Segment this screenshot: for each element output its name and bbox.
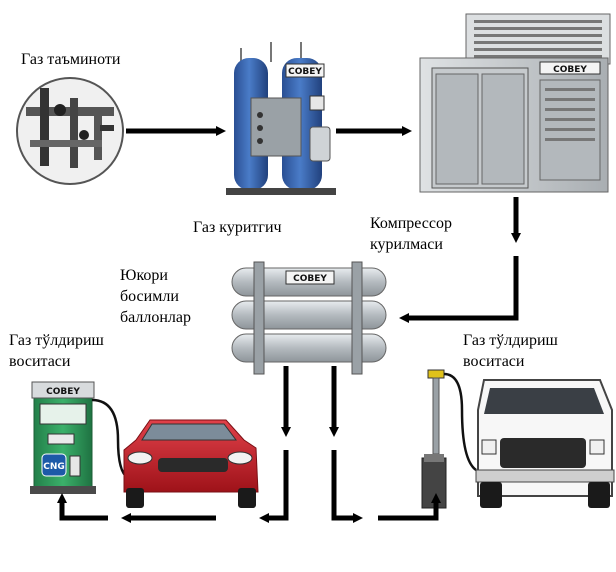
compressor-image: COBEY — [419, 13, 611, 193]
label-gas-supply: Газ таъминоти — [21, 51, 121, 68]
label-cylinders: Юкори босимли баллонлар — [120, 267, 191, 326]
gas-supply-image — [16, 77, 124, 185]
flow-arrows — [57, 126, 521, 523]
label-compressor: Компрессор курилмаси — [370, 215, 452, 253]
car-image — [123, 419, 259, 508]
van-image — [475, 379, 615, 508]
arrow-to-right-dispenser — [378, 493, 441, 521]
arrow-to-car — [259, 450, 289, 523]
arrow-to-left-dispenser — [57, 493, 108, 521]
dryer-brand: COBEY — [288, 67, 322, 77]
gas-dryer-image: COBEY — [226, 42, 336, 195]
cylinders-image: COBEY — [231, 261, 387, 375]
cylinders-brand: COBEY — [293, 274, 327, 284]
dispenser-brand: COBEY — [46, 387, 80, 397]
label-dispenser-left: Газ тўлдириш воситаси — [9, 332, 104, 370]
dispenser-left-image: COBEY CNG — [30, 381, 129, 494]
compressor-brand: COBEY — [553, 65, 587, 75]
cng-badge: CNG — [43, 462, 65, 472]
arrow-to-van-mid — [331, 450, 363, 523]
label-gas-dryer: Газ куритгич — [193, 219, 282, 236]
label-dispenser-right: Газ тўлдириш воситаси — [463, 332, 558, 370]
dispenser-right-image — [421, 369, 477, 509]
arrow-to-cylinders — [399, 256, 519, 323]
